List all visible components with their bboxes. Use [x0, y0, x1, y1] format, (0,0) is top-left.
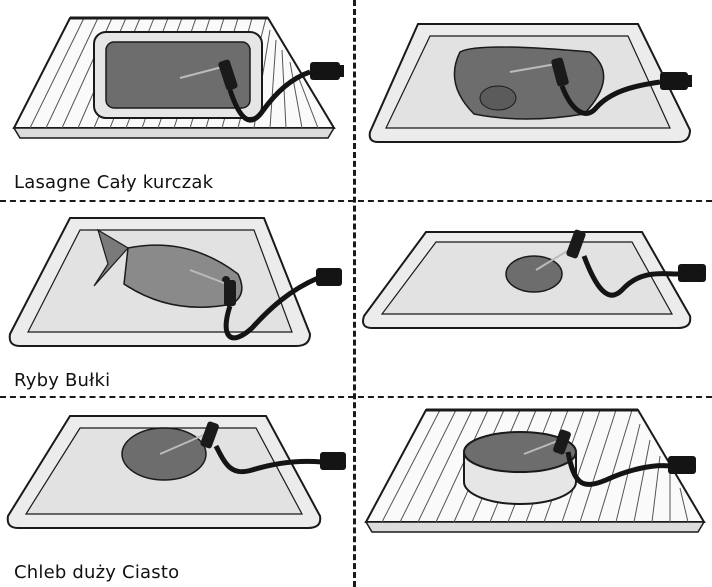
fish-probe-illustration [8, 217, 342, 347]
panel-large-bread [0, 404, 350, 534]
cake-probe-illustration [364, 408, 706, 533]
caption-row2: Ryby Bułki [14, 370, 111, 391]
caption-row3: Chleb duży Ciasto [14, 562, 180, 583]
chicken-probe-illustration [368, 23, 692, 143]
panel-bread-rolls [360, 208, 712, 338]
rolls-probe-illustration [362, 229, 706, 329]
panel-whole-chicken [360, 0, 712, 160]
vertical-divider [353, 0, 356, 587]
panel-cake [360, 404, 712, 544]
bread-probe-illustration [6, 415, 346, 529]
panel-fish [0, 208, 350, 358]
lasagne-probe-illustration [12, 16, 344, 139]
horizontal-divider-2 [0, 396, 712, 398]
horizontal-divider-1 [0, 200, 712, 202]
panel-lasagne [0, 0, 350, 160]
caption-row1: Lasagne Cały kurczak [14, 172, 214, 193]
